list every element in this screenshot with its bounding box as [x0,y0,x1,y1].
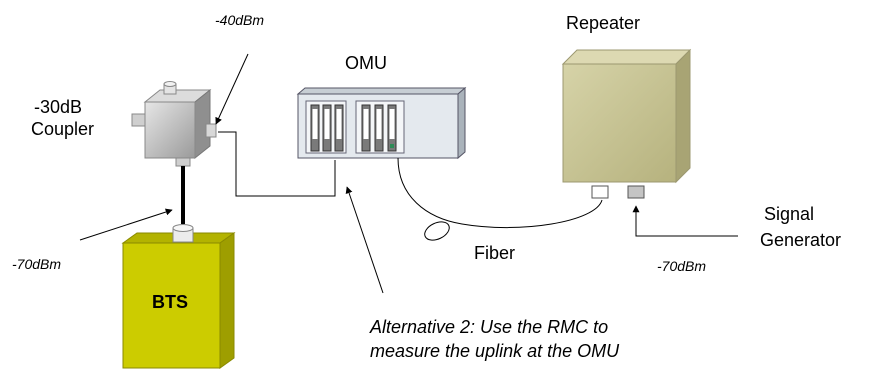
omu-slots [310,104,397,152]
arrow-alternative [345,186,384,294]
alternative-note-line1: Alternative 2: Use the RMC to [370,317,609,337]
bts-connector-icon [172,224,194,243]
signal-generator-label-line2: Generator [760,230,842,250]
coupler-label-line1: -30dB [34,97,83,117]
coupler-label-line2: Coupler [31,119,95,139]
arrow-minus40 [215,53,249,125]
fiber-label: Fiber [474,243,516,263]
arrow-signal-generator [632,205,738,237]
bts-label: BTS [152,292,188,312]
repeater-box [561,48,692,184]
level-label-minus70-right: -70dBm [657,258,707,274]
level-label-minus40: -40dBm [215,12,265,28]
repeater-fiber-port-icon [591,185,609,199]
repeater-label: Repeater [566,13,641,33]
fiber-loop [424,221,450,241]
coupler-icon [131,81,217,167]
coupler-omu-line [218,131,336,197]
signal-generator-label-line1: Signal [764,204,815,224]
arrow-minus70-left [79,208,173,241]
level-label-minus70-left: -70dBm [12,256,62,272]
repeater-rf-port-icon [627,185,645,199]
alternative-note-line2: measure the uplink at the OMU [370,341,620,361]
fiber-cable [397,157,603,229]
omu-label: OMU [345,53,387,73]
